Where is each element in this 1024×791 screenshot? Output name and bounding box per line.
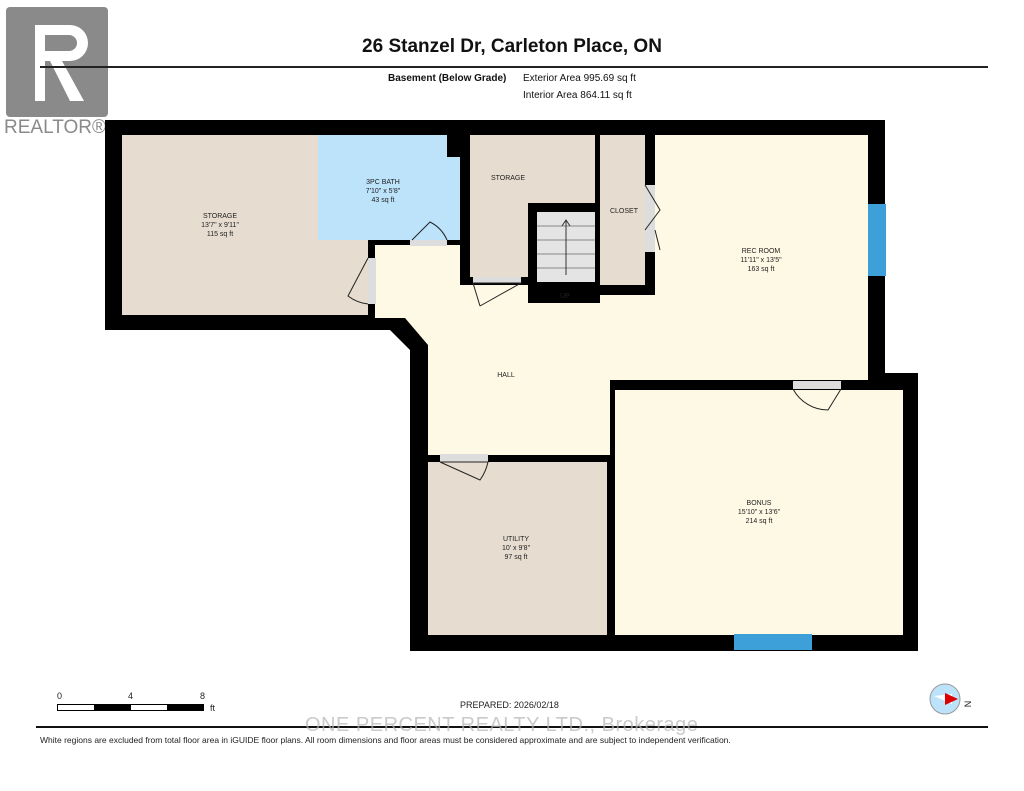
room-label-closet: CLOSET [609, 208, 638, 215]
window [868, 204, 886, 276]
room-label-hall: HALL [497, 372, 515, 379]
room-label-storage-mid: STORAGE [490, 175, 526, 182]
scale-unit: ft [210, 703, 216, 713]
prepared-date: PREPARED: 2026/02/18 [460, 700, 559, 710]
compass-icon [929, 683, 961, 715]
scale-tick: 0 [57, 691, 63, 701]
window [734, 634, 812, 650]
level-label: Basement (Below Grade) [388, 73, 507, 84]
divider [40, 66, 988, 68]
interior-area: Interior Area 864.11 sq ft [523, 90, 632, 101]
room-closet [600, 135, 645, 285]
scale-tick: 4 [128, 691, 134, 701]
page-title: 26 Stanzel Dr, Carleton Place, ON [362, 36, 662, 57]
room-utility [428, 462, 607, 635]
room-bath [318, 135, 447, 240]
logo-text: REALTOR® [4, 117, 106, 138]
compass-north: N [962, 700, 973, 708]
room-rec [655, 135, 868, 380]
scale-tick: 8 [200, 691, 206, 701]
stairs-label: UP [560, 293, 570, 300]
room-bonus [615, 390, 903, 635]
divider [36, 726, 988, 728]
disclaimer: White regions are excluded from total fl… [40, 735, 731, 745]
scale-bar [57, 704, 204, 711]
realtor-logo: REALTOR® [0, 5, 120, 140]
exterior-area: Exterior Area 995.69 sq ft [523, 73, 636, 84]
watermark: ONE PERCENT REALTY LTD., Brokerage [305, 714, 699, 736]
